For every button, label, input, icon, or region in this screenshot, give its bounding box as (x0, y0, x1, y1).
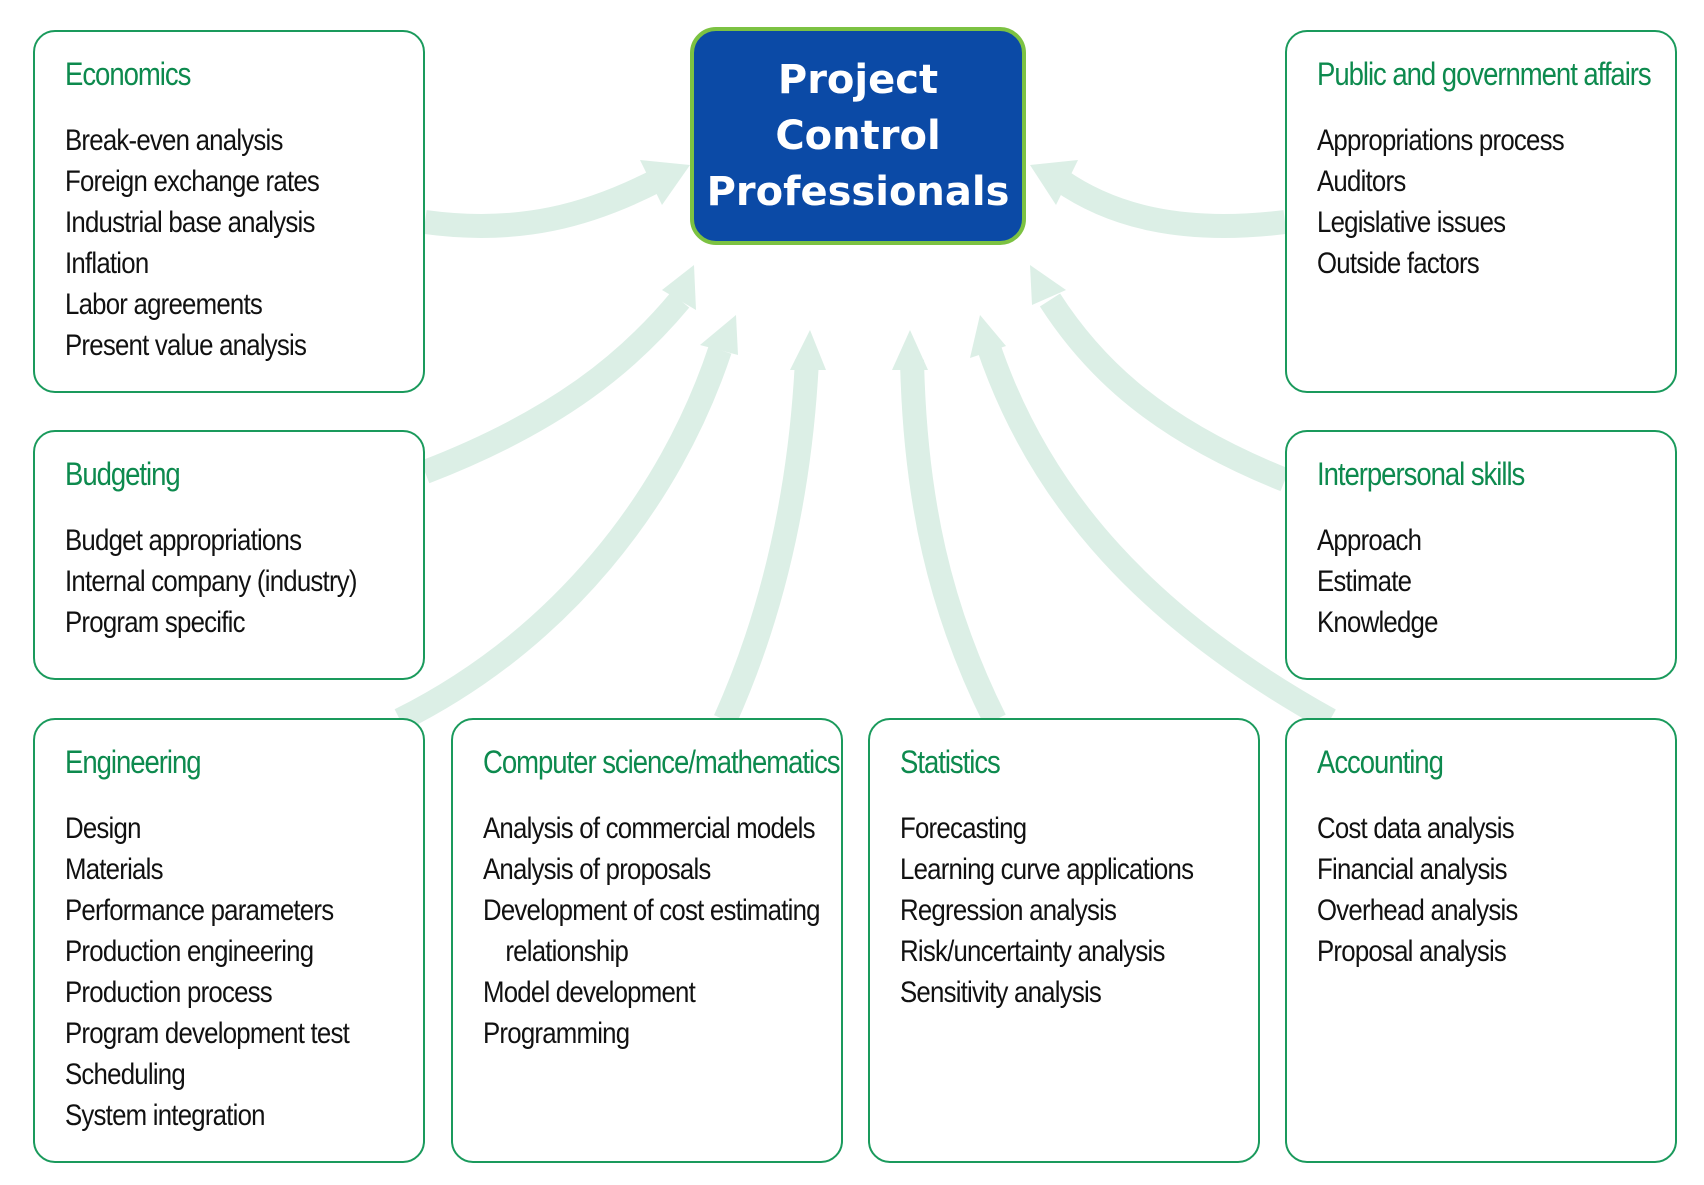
list-item: Proposal analysis (1317, 935, 1507, 968)
list-item: Auditors (1317, 165, 1406, 198)
list-item: Programming (483, 1017, 630, 1050)
list-item: Program development test (65, 1017, 350, 1050)
list-item: Internal company (industry) (65, 565, 357, 598)
box-title: Public and government affairs (1317, 56, 1652, 92)
box-computer-science: Computer science/mathematics Analysis of… (451, 718, 843, 1163)
list-item: Knowledge (1317, 606, 1438, 639)
list-item: Analysis of proposals (483, 853, 711, 886)
list-item: Performance parameters (65, 894, 334, 927)
box-economics: Economics Break-even analysis Foreign ex… (33, 30, 425, 393)
item-list: Forecasting Learning curve applications … (900, 808, 1258, 1013)
list-item: Forecasting (900, 812, 1027, 845)
list-item: Approach (1317, 524, 1422, 557)
arrowhead-computer-science (790, 330, 826, 370)
list-item: Regression analysis (900, 894, 1117, 927)
list-item: Analysis of commercial models (483, 812, 815, 845)
list-item: Cost data analysis (1317, 812, 1515, 845)
list-item: Development of cost estimating (483, 894, 821, 927)
center-title-line-1: Project (777, 57, 939, 103)
box-title: Statistics (900, 744, 1001, 780)
list-item: Labor agreements (65, 288, 263, 321)
item-list: Break-even analysis Foreign exchange rat… (65, 120, 423, 366)
list-item: Break-even analysis (65, 124, 283, 157)
list-item: Production process (65, 976, 273, 1009)
arrowhead-public-affairs (1030, 160, 1078, 205)
item-list: Budget appropriations Internal company (… (65, 520, 423, 643)
box-title: Engineering (65, 744, 202, 780)
item-list: Cost data analysis Financial analysis Ov… (1317, 808, 1675, 972)
list-item: Appropriations process (1317, 124, 1565, 157)
arrowhead-economics (640, 160, 690, 205)
list-item: Estimate (1317, 565, 1412, 598)
arrow-computer-science (714, 359, 819, 725)
arrow-economics (423, 169, 664, 238)
list-item: Industrial base analysis (65, 206, 315, 239)
list-item: Outside factors (1317, 247, 1480, 280)
list-item: Materials (65, 853, 163, 886)
box-title: Economics (65, 56, 191, 92)
box-budgeting: Budgeting Budget appropriations Internal… (33, 430, 425, 680)
box-public-affairs: Public and government affairs Appropriat… (1285, 30, 1677, 393)
list-item: Budget appropriations (65, 524, 302, 557)
box-engineering: Engineering Design Materials Performance… (33, 718, 425, 1163)
list-item: Inflation (65, 247, 149, 280)
list-item: Risk/uncertainty analysis (900, 935, 1165, 968)
item-list: Design Materials Performance parameters … (65, 808, 423, 1136)
box-accounting: Accounting Cost data analysis Financial … (1285, 718, 1677, 1163)
box-title: Interpersonal skills (1317, 456, 1525, 492)
list-item: Financial analysis (1317, 853, 1507, 886)
arrow-interpersonal (1039, 293, 1290, 492)
arrow-accounting (976, 341, 1336, 731)
arrow-budgeting (420, 292, 690, 484)
list-item: Design (65, 812, 141, 845)
center-title-line-3: Professionals (706, 169, 1010, 215)
arrowhead-budgeting (662, 265, 696, 310)
list-item: Foreign exchange rates (65, 165, 320, 198)
list-item: Scheduling (65, 1058, 186, 1091)
arrow-statistics (900, 359, 1006, 726)
list-item: System integration (65, 1099, 266, 1132)
list-item: Overhead analysis (1317, 894, 1518, 927)
center-project-control-box: Project Control Professionals (690, 27, 1026, 245)
arrowhead-accounting (970, 315, 1006, 358)
item-list: Analysis of commercial models Analysis o… (483, 808, 841, 1054)
arrow-engineering (394, 346, 732, 731)
list-item: Legislative issues (1317, 206, 1506, 239)
box-statistics: Statistics Forecasting Learning curve ap… (868, 718, 1260, 1163)
list-item: Program specific (65, 606, 246, 639)
arrowhead-engineering (700, 315, 738, 355)
list-item: Sensitivity analysis (900, 976, 1102, 1009)
list-item: Model development (483, 976, 696, 1009)
center-title-line-2: Control (775, 113, 941, 159)
list-item-continuation: relationship (505, 935, 629, 968)
list-item: Learning curve applications (900, 853, 1194, 886)
list-item: Present value analysis (65, 329, 307, 362)
box-title: Accounting (1317, 744, 1444, 780)
box-interpersonal-skills: Interpersonal skills Approach Estimate K… (1285, 430, 1677, 680)
item-list: Appropriations process Auditors Legislat… (1317, 120, 1675, 284)
box-title: Budgeting (65, 456, 181, 492)
arrowhead-interpersonal (1030, 265, 1066, 305)
arrow-public-affairs (1053, 170, 1287, 238)
item-list: Approach Estimate Knowledge (1317, 520, 1675, 643)
arrowhead-statistics (892, 330, 928, 370)
list-item: Production engineering (65, 935, 314, 968)
box-title: Computer science/mathematics (483, 744, 841, 780)
